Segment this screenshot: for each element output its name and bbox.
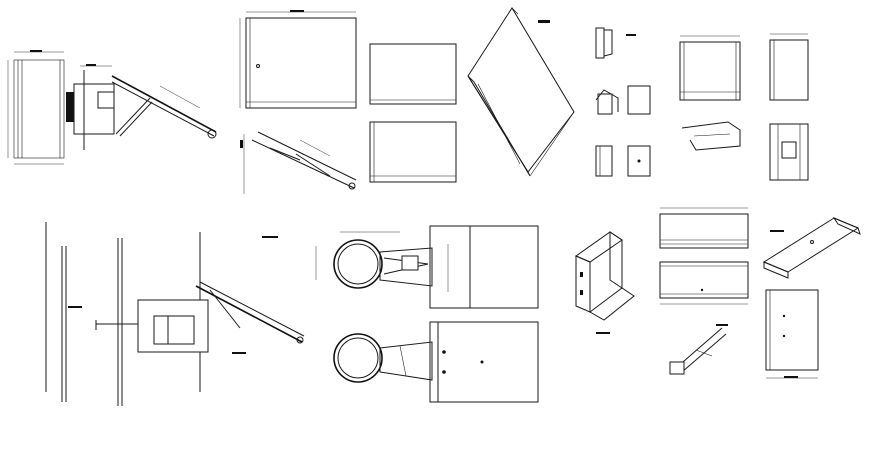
plate-with-holes <box>765 289 819 379</box>
channel-isometric <box>574 231 635 334</box>
angle-isometric <box>762 216 861 279</box>
rail-elevations <box>659 207 749 305</box>
panel-plan-large <box>239 10 357 109</box>
arm-side-view <box>240 131 357 194</box>
small-arm <box>669 324 728 375</box>
canopy-isometric <box>467 7 575 177</box>
ring-bracket-bottom <box>333 321 539 403</box>
panel-front-b <box>369 121 457 183</box>
bracket-detail-grid <box>595 27 809 181</box>
ring-bracket-top <box>315 225 539 309</box>
wall-section <box>45 222 305 406</box>
panel-front-a <box>369 43 457 105</box>
wall-mount-elevation <box>7 50 217 165</box>
